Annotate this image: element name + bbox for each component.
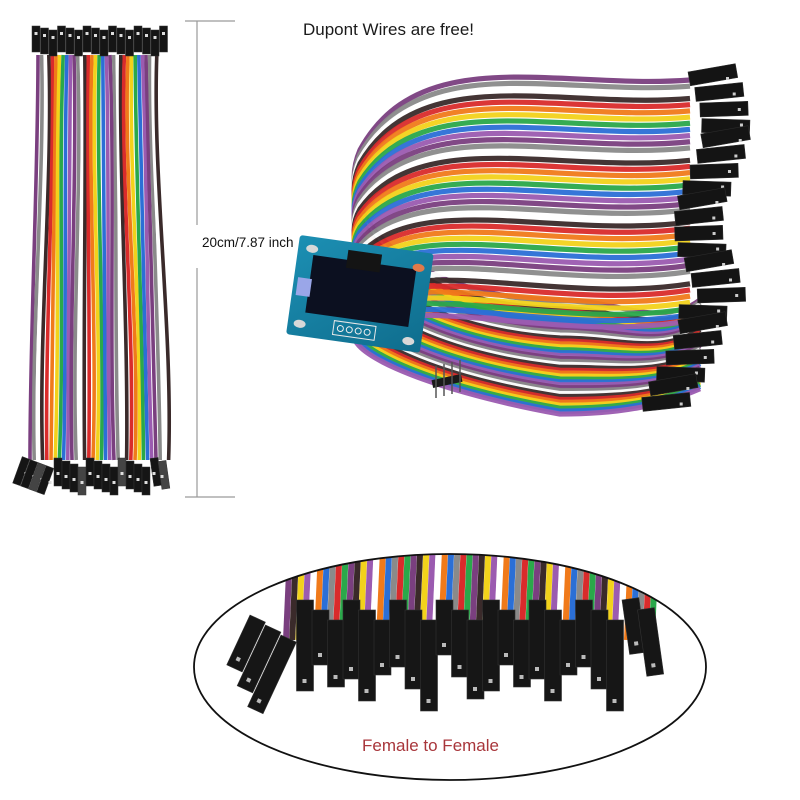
headline: Dupont Wires are free! <box>303 20 475 39</box>
right-wire-bundle <box>351 63 751 417</box>
oled-module <box>286 235 434 353</box>
pin-header <box>431 360 463 398</box>
dimension-line <box>185 20 235 498</box>
left-wire-bundle <box>12 25 172 496</box>
length-label: 20cm/7.87 inch <box>202 233 294 252</box>
connector-closeup <box>193 553 707 781</box>
connector-type-caption: Female to Female <box>362 736 499 755</box>
